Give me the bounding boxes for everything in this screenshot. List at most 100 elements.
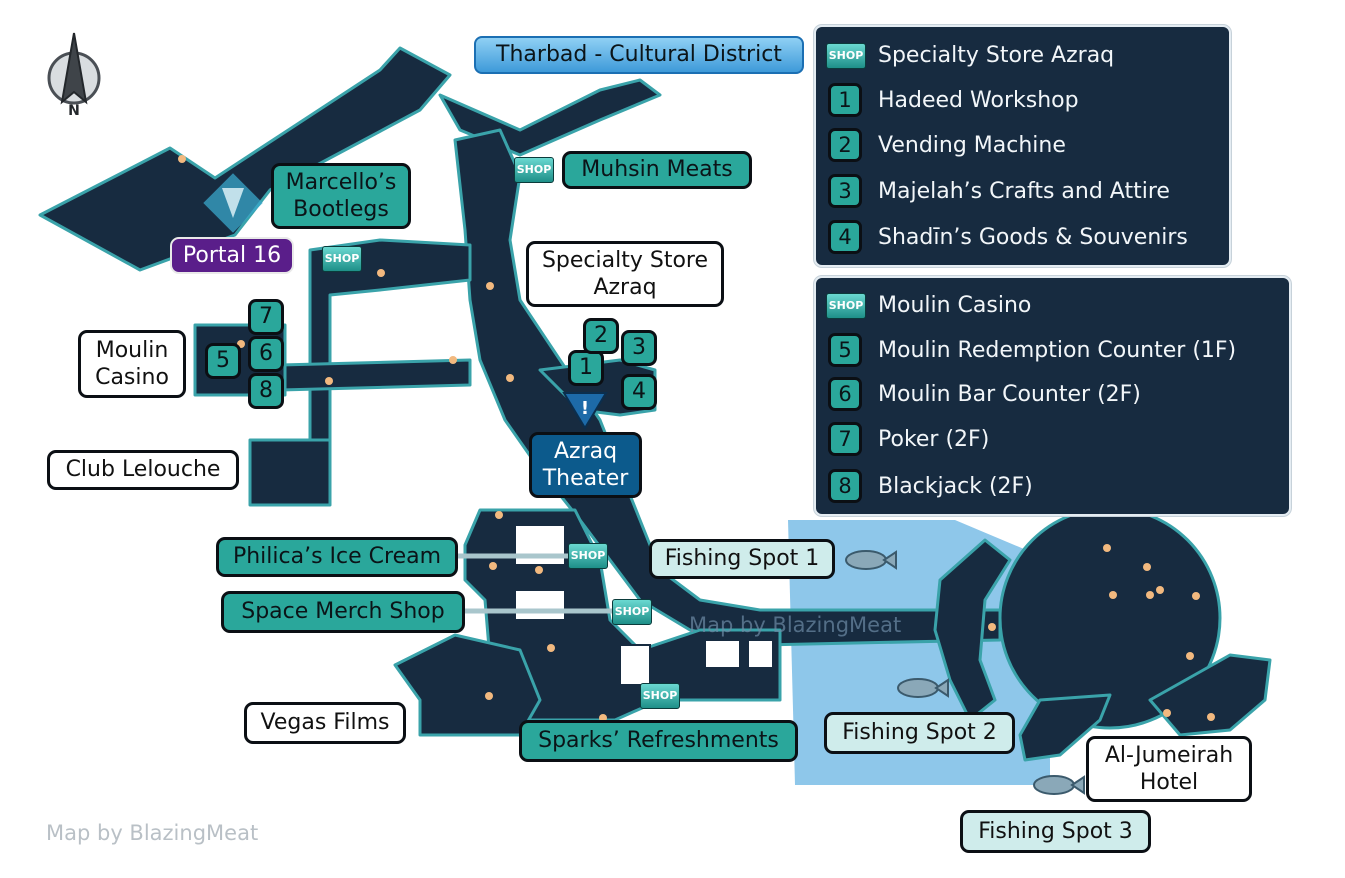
label-marcellos-bootlegs[interactable]: Marcello’s Bootlegs: [271, 163, 411, 229]
legend-row: 5 Moulin Redemption Counter (1F): [826, 332, 1236, 368]
label-line: Azraq: [593, 275, 657, 300]
compass-letter: N: [68, 103, 80, 119]
shop-icon[interactable]: SHOP: [568, 543, 608, 569]
legend-label: Majelah’s Crafts and Attire: [878, 178, 1170, 204]
label-philicas-ice-cream[interactable]: Philica’s Ice Cream: [216, 537, 458, 577]
label-line: Theater: [542, 466, 629, 491]
legend-row: SHOP Specialty Store Azraq: [826, 37, 1114, 73]
map-credit: Map by BlazingMeat: [46, 821, 259, 845]
path-dot: [178, 155, 186, 163]
legend-row: SHOP Moulin Casino: [826, 287, 1031, 323]
path-dot: [547, 644, 555, 652]
shop-icon[interactable]: SHOP: [514, 157, 554, 183]
shop-icon[interactable]: SHOP: [322, 246, 362, 272]
label-azraq-theater[interactable]: Azraq Theater: [529, 432, 642, 498]
legend-key: 8: [826, 468, 864, 504]
label-line: Moulin: [95, 338, 169, 363]
path-dot: [1103, 544, 1111, 552]
label-fishing-spot-1[interactable]: Fishing Spot 1: [649, 539, 835, 579]
legend-key: SHOP: [826, 37, 866, 73]
legend-key: 1: [826, 82, 864, 118]
label-space-merch-shop[interactable]: Space Merch Shop: [221, 591, 465, 633]
district-title: Tharbad - Cultural District: [474, 36, 804, 74]
label-fishing-spot-2[interactable]: Fishing Spot 2: [824, 712, 1015, 754]
path-dot: [495, 511, 503, 519]
legend-key: 3: [826, 173, 864, 209]
hotel-south-arc: [1148, 653, 1272, 737]
label-vegas-films[interactable]: Vegas Films: [244, 702, 406, 744]
marker-4[interactable]: 4: [621, 374, 657, 410]
legend-moulin-casino: SHOP Moulin Casino 5 Moulin Redemption C…: [814, 276, 1291, 516]
path-dot: [535, 566, 543, 574]
marker-2[interactable]: 2: [583, 318, 619, 354]
marker-8[interactable]: 8: [248, 373, 284, 409]
legend-number: 7: [828, 422, 862, 456]
legend-row: 7 Poker (2F): [826, 421, 989, 457]
label-club-lelouche[interactable]: Club Lelouche: [47, 450, 239, 490]
path-dot: [1192, 592, 1200, 600]
shop-icon: SHOP: [826, 293, 866, 319]
shop-outline-b: [514, 589, 566, 621]
label-moulin-casino[interactable]: Moulin Casino: [78, 330, 186, 398]
marker-5[interactable]: 5: [205, 343, 241, 379]
marker-7[interactable]: 7: [248, 299, 284, 335]
path-dot: [486, 282, 494, 290]
hotel-west-arc: [933, 538, 1012, 722]
label-line: Hotel: [1139, 770, 1199, 795]
legend-row: 8 Blackjack (2F): [826, 468, 1033, 504]
legend-key: 5: [826, 332, 864, 368]
path-dot: [1109, 591, 1117, 599]
legend-key: 4: [826, 219, 864, 255]
legend-label: Hadeed Workshop: [878, 87, 1079, 113]
legend-row: 1 Hadeed Workshop: [826, 82, 1079, 118]
path-dot: [1143, 563, 1151, 571]
fish-icon: [1033, 775, 1085, 795]
label-line: Casino: [95, 365, 169, 390]
legend-key: 7: [826, 421, 864, 457]
legend-label: Moulin Redemption Counter (1F): [878, 337, 1237, 363]
label-line: Marcello’s: [285, 170, 397, 195]
legend-label: Blackjack (2F): [878, 473, 1033, 499]
hotel-path: [1018, 693, 1112, 762]
label-portal-16[interactable]: Portal 16: [170, 237, 294, 274]
fish-icon: [897, 678, 949, 698]
theater-marker-text: !: [581, 398, 589, 419]
label-fishing-spot-3[interactable]: Fishing Spot 3: [960, 810, 1151, 853]
label-specialty-store[interactable]: Specialty Store Azraq: [526, 241, 724, 307]
legend-row: 3 Majelah’s Crafts and Attire: [826, 173, 1170, 209]
vegas-building: [393, 633, 542, 737]
label-sparks-refreshments[interactable]: Sparks’ Refreshments: [519, 720, 798, 762]
path-dot: [1146, 591, 1154, 599]
compass-icon: N: [46, 30, 102, 120]
path-dot: [325, 377, 333, 385]
street-west-middle: [278, 358, 472, 392]
label-al-jumeirah-hotel[interactable]: Al-Jumeirah Hotel: [1086, 736, 1252, 802]
legend-row: 4 Shadīn’s Goods & Souvenirs: [826, 219, 1188, 255]
path-dot: [1163, 709, 1171, 717]
shop-icon[interactable]: SHOP: [612, 599, 652, 625]
legend-number: 8: [828, 469, 862, 503]
fish-icon: [845, 550, 897, 570]
marker-3[interactable]: 3: [621, 330, 657, 366]
shop-icon: SHOP: [826, 43, 866, 69]
legend-number: 3: [828, 174, 862, 208]
marker-1[interactable]: 1: [568, 350, 604, 386]
label-line: Specialty Store: [541, 248, 709, 273]
path-dot: [1186, 652, 1194, 660]
legend-number: 6: [828, 377, 862, 411]
path-dot: [485, 692, 493, 700]
map-credit-overlay: Map by BlazingMeat: [689, 613, 902, 637]
legend-label: Poker (2F): [878, 426, 990, 452]
shop-icon[interactable]: SHOP: [640, 683, 680, 709]
shop-outline-d: [704, 639, 741, 669]
legend-label: Vending Machine: [878, 132, 1066, 158]
legend-number: 1: [828, 83, 862, 117]
legend-label: Shadīn’s Goods & Souvenirs: [878, 224, 1188, 250]
label-muhsin-meats[interactable]: Muhsin Meats: [562, 151, 752, 189]
legend-label: Moulin Casino: [878, 292, 1032, 318]
portal-icon: [203, 173, 263, 233]
theater-marker-icon: !: [562, 392, 608, 430]
legend-key: 2: [826, 127, 864, 163]
legend-number: 5: [828, 333, 862, 367]
marker-6[interactable]: 6: [248, 336, 284, 372]
